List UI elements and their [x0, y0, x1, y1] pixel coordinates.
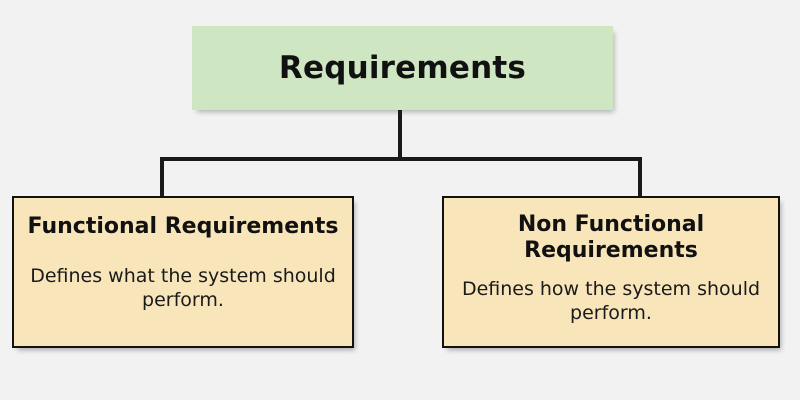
- connector-stem-vertical: [398, 110, 402, 161]
- child-node-heading: Functional Requirements: [27, 214, 339, 239]
- connector-drop-right: [638, 157, 642, 199]
- child-node-description: Defines what the system should perform.: [30, 264, 336, 311]
- root-node-requirements: Requirements: [192, 26, 613, 110]
- connector-drop-left: [160, 157, 164, 199]
- child-node-heading: Non Functional Requirements: [517, 212, 705, 263]
- connector-horizontal-bar: [160, 157, 642, 161]
- child-node-non-functional-requirements: Non Functional Requirements Defines how …: [442, 196, 780, 348]
- child-node-description: Defines how the system should perform.: [461, 278, 761, 325]
- root-node-label: Requirements: [278, 49, 527, 86]
- child-node-functional-requirements: Functional Requirements Defines what the…: [12, 196, 354, 348]
